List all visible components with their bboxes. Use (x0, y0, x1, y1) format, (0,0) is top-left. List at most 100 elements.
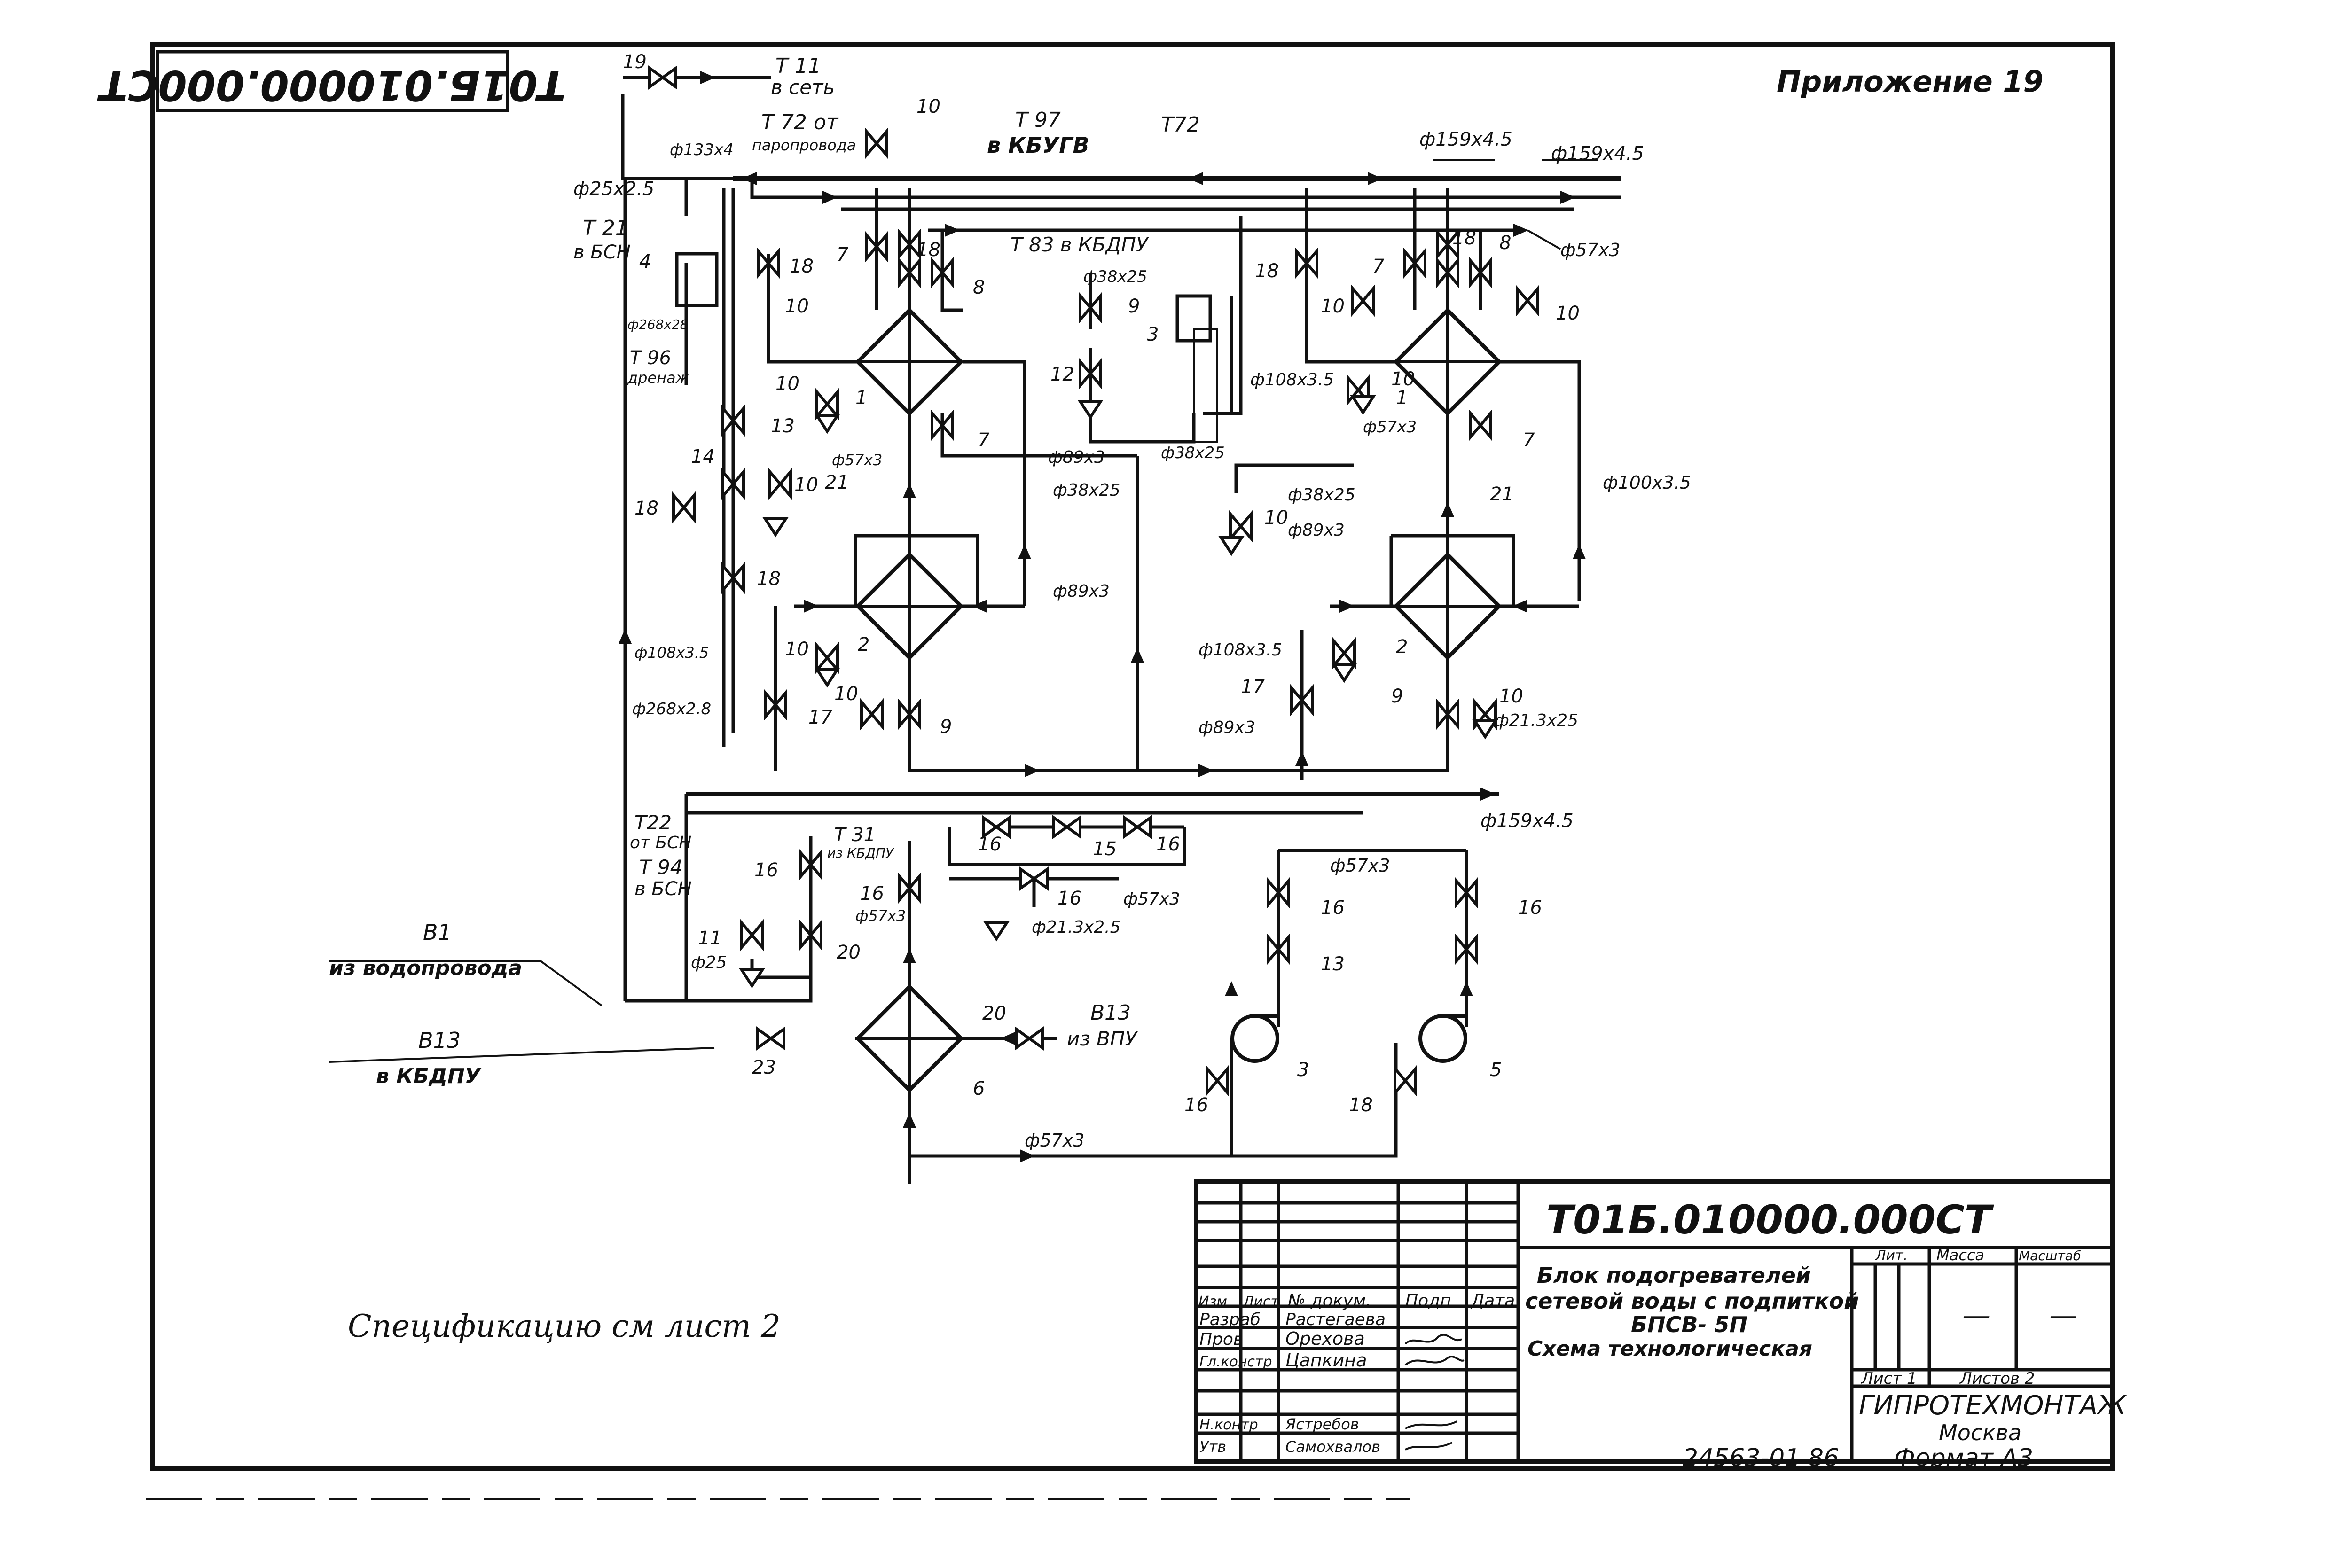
item-number: 9 (940, 716, 952, 738)
footer-number: 24563-01 86 (1683, 1444, 1839, 1472)
doc-code: Т01Б.010000.000СТ (1546, 1197, 1994, 1243)
valves (650, 68, 1538, 1093)
tb-name: Орехова (1285, 1328, 1365, 1349)
dim: ф100х3.5 (1603, 472, 1691, 493)
item-number: 4 (639, 251, 651, 273)
dim: ф89х3 (1198, 718, 1255, 737)
dim: ф89х3 (1288, 521, 1345, 540)
item-number: 12 (1050, 364, 1074, 385)
item-number: 17 (1241, 676, 1265, 698)
label-t97: Т 97 (1015, 108, 1061, 132)
item-number: 9 (1128, 296, 1140, 317)
item-number: 11 (698, 928, 722, 949)
dim: ф89х3 (1053, 582, 1110, 601)
heater-6 (858, 987, 961, 1090)
label-t21-sub: в БСН (573, 242, 631, 263)
label-t22-sub: от БСН (630, 833, 691, 852)
tb-header-podp: Подп (1405, 1291, 1451, 1311)
tb-title-line: БПСВ- 5П (1631, 1312, 1747, 1337)
item-number: 2 (858, 634, 870, 655)
tb-header-list: Лист (1243, 1294, 1280, 1310)
heater-1-right (1396, 310, 1499, 413)
item-number: 18 (757, 568, 781, 590)
tb-role: Пров (1199, 1330, 1243, 1349)
tb-role: Разраб (1199, 1310, 1261, 1329)
dim: ф57х3 (855, 907, 906, 925)
pumps (1232, 1016, 1465, 1061)
label-t31-sub: из КБДПУ (827, 845, 894, 861)
dim: ф38х25 (1083, 267, 1147, 286)
label-t94: Т 94 (639, 856, 682, 879)
item-number: 10 (834, 683, 858, 705)
tb-name: Ястребов (1285, 1415, 1359, 1433)
item-number: 16 (1156, 834, 1180, 855)
item-number: 8 (973, 277, 985, 298)
item-number: 7 (1372, 256, 1385, 277)
dim: ф38х25 (1288, 485, 1355, 505)
item-number: 10 (1321, 296, 1345, 317)
item-numbers: 19 10 4 18 7 18 8 9 10 3 12 1 10 13 7 14… (623, 51, 1580, 1116)
item-number: 18 (1349, 1094, 1373, 1116)
item-number: 19 (623, 51, 647, 73)
item-number: 18 (916, 239, 940, 261)
tb-mass-value: — (1962, 1299, 1990, 1332)
rotated-stamp: Т01Б.010000.000СТ (97, 50, 566, 112)
dim: ф108х3.5 (1198, 640, 1282, 660)
tb-title-line: Блок подогревателей (1537, 1263, 1811, 1288)
item-number: 2 (1396, 636, 1408, 658)
dim: ф159х4.5 (1480, 810, 1574, 832)
label-t11-sub: в сеть (771, 76, 835, 99)
item-number: 10 (1499, 686, 1523, 707)
label-b13-in: В13 (1090, 1001, 1131, 1025)
item-number: 15 (1093, 838, 1117, 860)
tb-role: Гл.констр (1199, 1354, 1272, 1370)
tb-name: Цапкина (1285, 1350, 1367, 1371)
dim: ф108х3.5 (634, 644, 709, 662)
item-number: 10 (1264, 507, 1288, 529)
pipe-labels: Т 11 в сеть Т 72 от паропровода Т 97 в К… (329, 54, 1200, 1088)
dim: ф25 (691, 953, 727, 972)
sheet-frame (150, 42, 2115, 1471)
tb-sheets-label: Листов 2 (1959, 1369, 2035, 1388)
tb-city: Москва (1939, 1420, 2021, 1445)
heater-1-left (858, 310, 961, 413)
label-t97-sub: в КБУГВ (987, 133, 1089, 158)
dim: ф25х2.5 (573, 178, 654, 200)
item-number: 10 (1391, 368, 1415, 390)
item-number: 16 (978, 834, 1002, 855)
item-number: 3 (1297, 1059, 1309, 1081)
item-number: 18 (1255, 260, 1279, 282)
label-t31: Т 31 (834, 824, 876, 846)
dim: ф38х25 (1161, 444, 1225, 462)
tb-header-izm: Изм (1198, 1294, 1227, 1310)
title-block: Т01Б.010000.000СТ Изм Лист № докум. Подп… (1194, 1179, 2127, 1464)
item-number: 7 (1523, 429, 1535, 451)
tb-scale-value: — (2049, 1299, 2077, 1332)
dimension-labels: ф159х4.5 ф159х4.5 ф159х4.5 ф133х4 ф25х2.… (573, 129, 1691, 1151)
vessel-4 (675, 252, 719, 307)
dim: ф57х3 (1123, 889, 1180, 909)
item-number: 16 (754, 859, 778, 881)
heater-2-left (858, 554, 961, 658)
dim: ф57х3 (1363, 418, 1417, 437)
pump-5 (1420, 1016, 1465, 1061)
appendix-label: Приложение 19 (1777, 64, 2044, 99)
item-number: 20 (982, 1003, 1006, 1024)
item-number: 18 (1452, 227, 1476, 249)
item-number: 13 (771, 415, 795, 437)
dim: ф268х2.8 (632, 700, 711, 718)
item-number: 21 (825, 472, 849, 493)
tb-title-line: Схема технологическая (1528, 1337, 1812, 1361)
label-t96-sub: дренаж (627, 369, 689, 387)
label-b13-out-sub: в КБДПУ (376, 1064, 482, 1088)
specification-note: Спецификацию см лист 2 (348, 1308, 781, 1344)
item-number: 1 (1396, 387, 1408, 409)
item-number: 5 (1490, 1059, 1502, 1081)
item-number: 7 (837, 244, 849, 265)
tb-lit-label: Лит. (1875, 1248, 1908, 1264)
item-number: 10 (794, 474, 818, 496)
item-number: 16 (1321, 897, 1345, 919)
tb-org: ГИПРОТЕХМОНТАЖ (1859, 1390, 2127, 1421)
tb-header-doc: № докум. (1287, 1291, 1371, 1311)
